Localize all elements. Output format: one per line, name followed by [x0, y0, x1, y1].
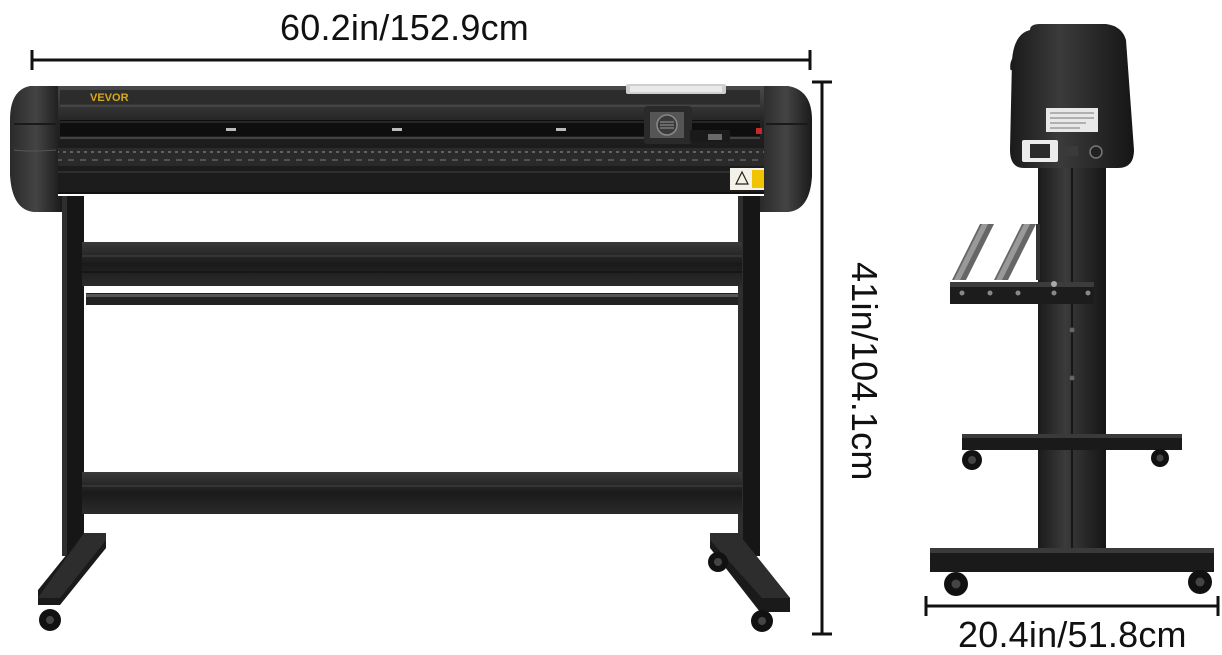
- right-leg: [738, 196, 760, 556]
- carriage-rail: [60, 120, 760, 136]
- depth-dimension-line: [924, 596, 1220, 616]
- cutting-head: [644, 106, 762, 144]
- side-head-housing: [1010, 24, 1134, 168]
- upper-crossbar: [82, 242, 742, 286]
- cutting-strip: [56, 148, 768, 166]
- cutter-side-view: [930, 24, 1214, 596]
- power-switch: [1089, 145, 1103, 159]
- cutter-front-view: VEVOR: [10, 84, 812, 632]
- roll-holder: [950, 224, 1094, 304]
- brand-logo: VEVOR: [90, 92, 129, 104]
- height-dimension-label: 41in/104.1cm: [844, 262, 885, 481]
- left-end-cap: [10, 86, 62, 212]
- width-dimension-line: [30, 50, 812, 70]
- lower-crossbar: [82, 472, 742, 514]
- right-end-cap: [760, 86, 812, 212]
- width-dimension-label: 60.2in/152.9cm: [280, 7, 529, 48]
- depth-dimension-label: 20.4in/51.8cm: [958, 614, 1187, 655]
- height-dimension-line: [812, 80, 832, 636]
- left-leg: [62, 196, 84, 556]
